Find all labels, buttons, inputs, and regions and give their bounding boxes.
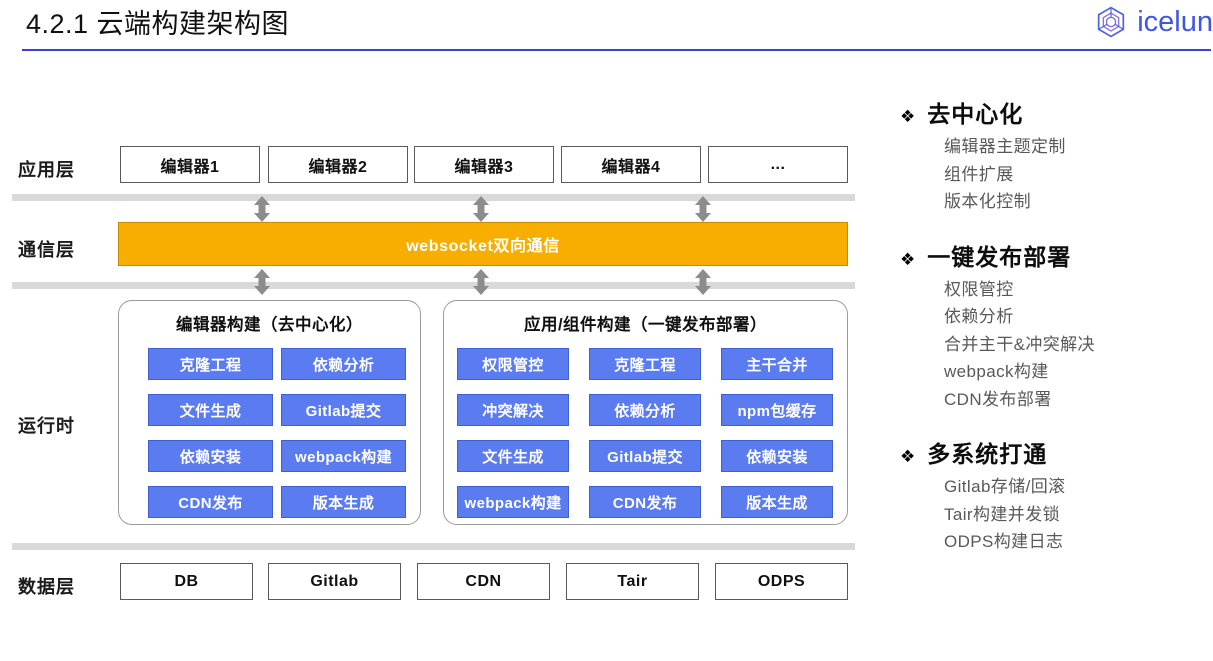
page-title: 4.2.1 云端构建架构图	[26, 9, 290, 39]
layer-separator-3	[12, 543, 855, 550]
double-headed-vertical-arrow-icon	[470, 269, 492, 295]
note-item: 版本化控制	[944, 192, 1031, 212]
four-diamond-bullet-icon: ❖	[900, 447, 917, 467]
note-heading-text: 去中心化	[927, 101, 1024, 127]
runtime-item-version-generate[interactable]: 版本生成	[281, 486, 406, 518]
runtime-item-dependency-install[interactable]: 依赖安装	[721, 440, 833, 472]
app-box-editor-1[interactable]: 编辑器1	[120, 146, 260, 183]
layer-label-communication: 通信层	[18, 240, 75, 260]
app-box-editor-2[interactable]: 编辑器2	[268, 146, 408, 183]
four-diamond-bullet-icon: ❖	[900, 107, 917, 126]
architecture-diagram: 应用层 通信层 运行时 数据层 编辑器1 编辑器2 编辑器3 编辑器4 ... …	[0, 60, 880, 660]
runtime-item-dependency-analysis[interactable]: 依赖分析	[281, 348, 406, 380]
note-item: Gitlab存储/回滚	[944, 477, 1066, 497]
note-heading: ❖ 去中心化	[900, 95, 1213, 129]
note-heading-text: 一键发布部署	[927, 243, 1072, 270]
layer-separator-1	[12, 194, 855, 201]
data-box-cdn[interactable]: CDN	[417, 563, 550, 600]
runtime-item-version-generate[interactable]: 版本生成	[721, 486, 833, 518]
runtime-item-gitlab-commit[interactable]: Gitlab提交	[281, 394, 406, 426]
data-box-tair[interactable]: Tair	[566, 563, 699, 600]
double-headed-vertical-arrow-icon	[692, 196, 714, 222]
icelune-hexagon-logo-icon	[1094, 5, 1128, 39]
note-group-one-click-deploy: ❖ 一键发布部署 权限管控 依赖分析 合并主干&冲突解决 webpack构建 C…	[900, 238, 1213, 414]
four-diamond-bullet-icon: ❖	[900, 249, 917, 269]
data-box-db[interactable]: DB	[120, 563, 253, 600]
title-divider	[22, 49, 1211, 51]
runtime-item-webpack-build[interactable]: webpack构建	[457, 486, 569, 518]
note-heading: ❖ 多系统打通	[900, 435, 1213, 469]
runtime-item-webpack-build[interactable]: webpack构建	[281, 440, 406, 472]
note-item: 依赖分析	[944, 307, 1014, 327]
layer-label-application: 应用层	[18, 160, 75, 180]
panel-title-editor-build: 编辑器构建（去中心化）	[176, 316, 363, 334]
app-box-more[interactable]: ...	[708, 146, 848, 183]
brand-name: icelun	[1137, 5, 1213, 38]
runtime-item-dependency-analysis[interactable]: 依赖分析	[589, 394, 701, 426]
note-item: 合并主干&冲突解决	[944, 334, 1095, 354]
runtime-item-file-generation[interactable]: 文件生成	[148, 394, 273, 426]
note-item: 组件扩展	[944, 164, 1014, 184]
data-box-gitlab[interactable]: Gitlab	[268, 563, 401, 600]
note-item: webpack构建	[944, 362, 1049, 382]
double-headed-vertical-arrow-icon	[692, 269, 714, 295]
app-box-editor-4[interactable]: 编辑器4	[561, 146, 701, 183]
note-item: 编辑器主题定制	[944, 137, 1066, 156]
brand-logo: icelun	[1094, 2, 1213, 42]
layer-separator-2	[12, 282, 855, 289]
double-headed-vertical-arrow-icon	[470, 196, 492, 222]
runtime-item-cdn-publish[interactable]: CDN发布	[589, 486, 701, 518]
note-item: Tair构建并发锁	[944, 504, 1060, 524]
runtime-item-dependency-install[interactable]: 依赖安装	[148, 440, 273, 472]
runtime-item-clone-project[interactable]: 克隆工程	[148, 348, 273, 380]
app-box-editor-3[interactable]: 编辑器3	[414, 146, 554, 183]
runtime-item-file-generation[interactable]: 文件生成	[457, 440, 569, 472]
note-group-multi-system: ❖ 多系统打通 Gitlab存储/回滚 Tair构建并发锁 ODPS构建日志	[900, 435, 1213, 556]
websocket-bar[interactable]: websocket双向通信	[118, 222, 848, 266]
data-box-odps[interactable]: ODPS	[715, 563, 848, 600]
layer-label-data: 数据层	[18, 577, 75, 597]
note-heading: ❖ 一键发布部署	[900, 238, 1213, 272]
runtime-item-conflict-resolution[interactable]: 冲突解决	[457, 394, 569, 426]
runtime-item-npm-package-cache[interactable]: npm包缓存	[721, 394, 833, 426]
runtime-item-trunk-merge[interactable]: 主干合并	[721, 348, 833, 380]
note-group-decentralization: ❖ 去中心化 编辑器主题定制 组件扩展 版本化控制	[900, 95, 1213, 216]
note-heading-text: 多系统打通	[927, 441, 1048, 468]
panel-title-app-build: 应用/组件构建（一键发布部署）	[523, 316, 768, 334]
runtime-item-gitlab-commit[interactable]: Gitlab提交	[589, 440, 701, 472]
runtime-item-cdn-publish[interactable]: CDN发布	[148, 486, 273, 518]
note-item: 权限管控	[944, 279, 1014, 299]
runtime-item-clone-project[interactable]: 克隆工程	[589, 348, 701, 380]
note-item: CDN发布部署	[944, 389, 1052, 409]
runtime-item-permission-control[interactable]: 权限管控	[457, 348, 569, 380]
note-item: ODPS构建日志	[944, 532, 1064, 552]
feature-notes: ❖ 去中心化 编辑器主题定制 组件扩展 版本化控制 ❖ 一键发布部署 权限管控 …	[900, 95, 1213, 578]
double-headed-vertical-arrow-icon	[251, 196, 273, 222]
layer-label-runtime: 运行时	[18, 416, 75, 436]
double-headed-vertical-arrow-icon	[251, 269, 273, 295]
